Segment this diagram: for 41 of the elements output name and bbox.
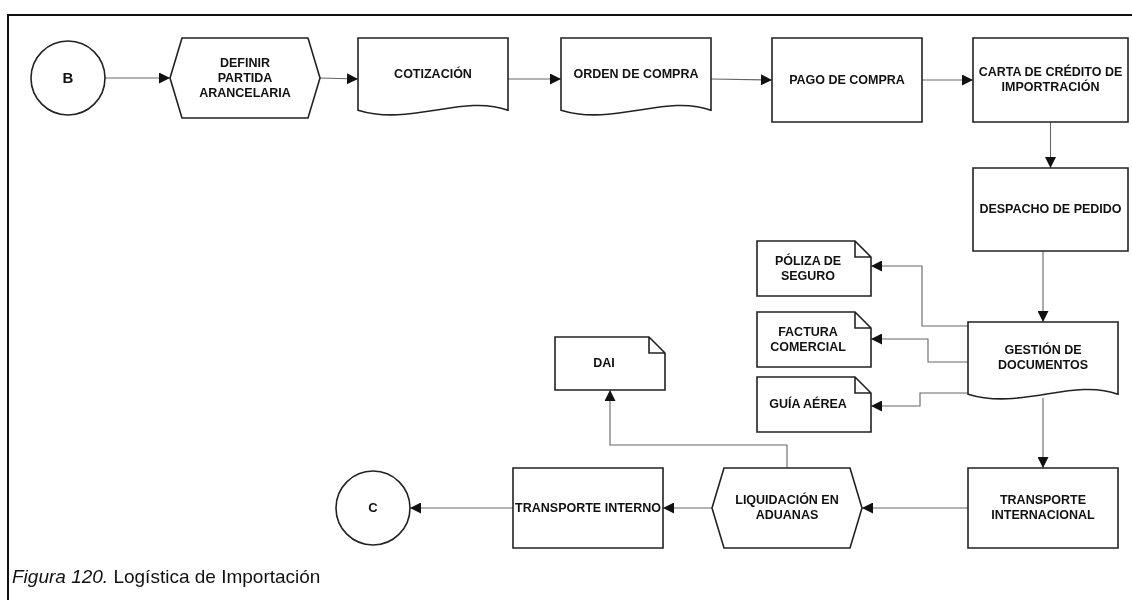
- shape-label: DAI: [593, 356, 615, 371]
- shape-label: TRANSPORTE INTERNO: [515, 500, 661, 516]
- figure-caption: Figura 120. Logística de Importación: [12, 566, 321, 588]
- shape-label: TRANSPORTE INTERNACIONAL: [990, 493, 1096, 523]
- preparation-hexagon: [712, 468, 862, 548]
- document-note: [555, 337, 665, 390]
- arrow: [861, 502, 969, 514]
- shape-label: PAGO DE COMPRA: [789, 72, 905, 88]
- shape-label: B: [62, 69, 74, 87]
- shape-label: ORDEN DE COMPRA: [573, 66, 699, 82]
- connector-circle: [31, 41, 105, 115]
- preparation-hexagon: [170, 38, 320, 118]
- arrow: [870, 260, 969, 327]
- arrow: [1037, 250, 1049, 323]
- arrow: [319, 73, 359, 85]
- process-box: [973, 168, 1128, 251]
- arrow: [870, 392, 969, 412]
- shape-label: GESTIÓN DE DOCUMENTOS: [996, 343, 1090, 373]
- process-box: [513, 468, 663, 548]
- shape-label: COTIZACIÓN: [394, 66, 472, 82]
- arrow: [870, 333, 969, 363]
- document-note: [757, 312, 871, 367]
- shape-label: LIQUIDACIÓN EN ADUANAS: [734, 493, 840, 523]
- process-box: [973, 38, 1128, 122]
- shape-label: GUÍA AÉREA: [769, 397, 847, 412]
- connector-circle: [336, 471, 410, 545]
- shape-label: DESPACHO DE PEDIDO: [979, 202, 1122, 217]
- arrow: [1045, 121, 1056, 169]
- arrow: [409, 502, 514, 514]
- shape-label: C: [368, 500, 378, 516]
- document-note: [757, 241, 871, 296]
- shape-label: CARTA DE CRÉDITO DE IMPORTRACIÓN: [977, 65, 1124, 95]
- shape-label: FACTURA COMERCIAL: [769, 324, 847, 355]
- shape-label: DEFINIR PARTIDA ARANCELARIA: [198, 55, 292, 101]
- process-box: [772, 38, 922, 122]
- document-note: [757, 377, 871, 432]
- process-box: [968, 468, 1118, 548]
- arrow: [1037, 397, 1049, 469]
- arrow: [104, 72, 171, 84]
- shape-label: PÓLIZA DE SEGURO: [773, 253, 843, 284]
- arrow: [604, 389, 788, 469]
